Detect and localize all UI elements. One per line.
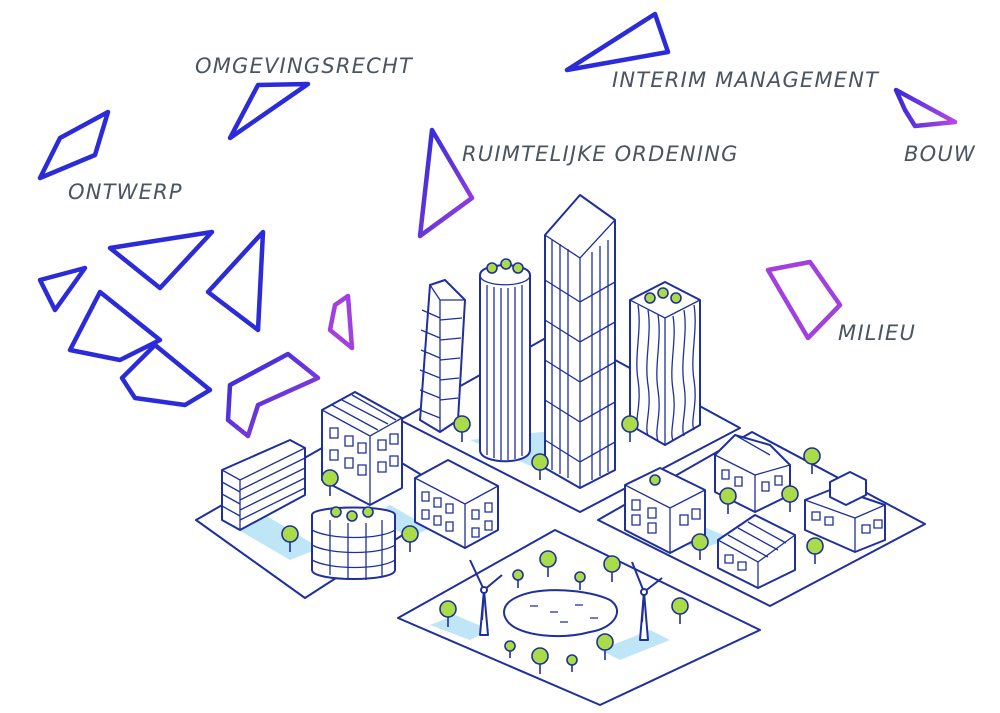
shard-9 [67,289,163,363]
label-interim-management: INTERIM MANAGEMENT [612,68,880,92]
shard-13 [765,259,843,341]
park [469,559,663,641]
shard-2 [227,81,311,141]
shard-12 [225,351,321,439]
shard-11 [327,293,355,351]
central-towers [419,194,701,489]
shard-3 [564,11,671,73]
wind-turbine-left [469,559,503,636]
label-ruimtelijke-ordening: RUIMTELIJKE ORDENING [462,142,739,166]
label-ontwerp: ONTWERP [68,180,183,204]
shard-6 [107,229,215,291]
left-buildings [221,391,499,580]
wind-turbine-right [631,561,663,641]
label-milieu: MILIEU [838,321,917,345]
shard-8 [37,265,88,313]
shard-1 [37,109,111,181]
shard-4 [893,87,958,129]
shard-7 [205,229,266,333]
shard-10 [119,342,213,408]
label-bouw: BOUW [904,142,976,166]
shard-5 [417,127,475,239]
pond [503,589,618,638]
trees [281,258,824,674]
label-omgevingsrecht: OMGEVINGSRECHT [195,54,414,78]
floating-shards [37,11,958,439]
